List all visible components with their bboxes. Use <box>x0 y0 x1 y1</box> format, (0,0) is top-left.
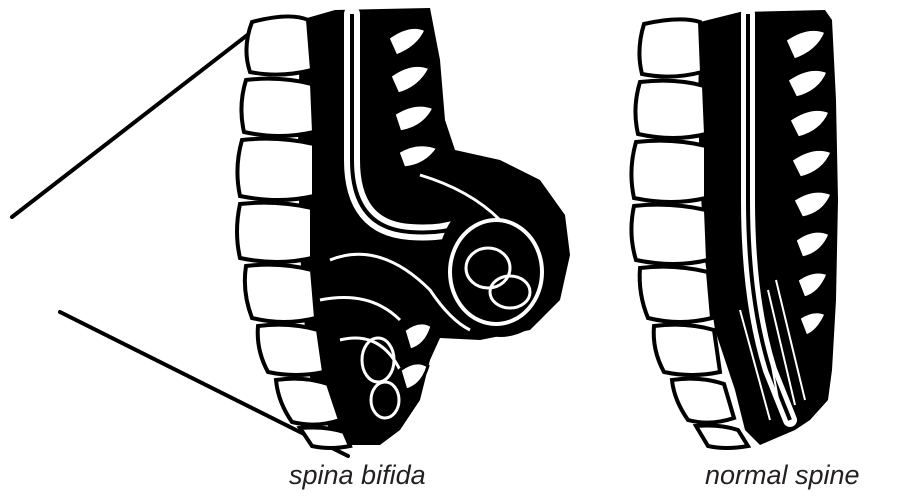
caption-normal-spine: normal spine <box>705 462 860 489</box>
caption-spina-bifida: spina bifida <box>289 462 426 489</box>
spina-bifida-illustration <box>237 8 570 448</box>
pointer-line-upper <box>12 26 259 217</box>
normal-spine-illustration <box>631 10 838 448</box>
